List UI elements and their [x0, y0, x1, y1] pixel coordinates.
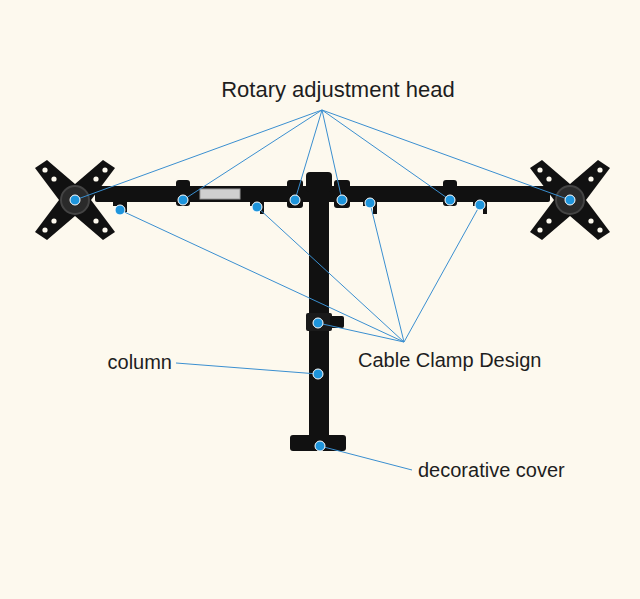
vesa-plate	[35, 160, 115, 240]
callout-label: column	[108, 351, 172, 373]
leader-lines	[75, 110, 570, 470]
cable-clamps	[113, 180, 487, 214]
vesa-plate	[530, 160, 610, 240]
callout-label: Rotary adjustment head	[221, 78, 455, 102]
marker-dots	[70, 195, 575, 451]
base-cover	[290, 435, 346, 451]
callout-label: Cable Clamp Design	[358, 349, 541, 371]
callout-label: decorative cover	[418, 459, 565, 481]
